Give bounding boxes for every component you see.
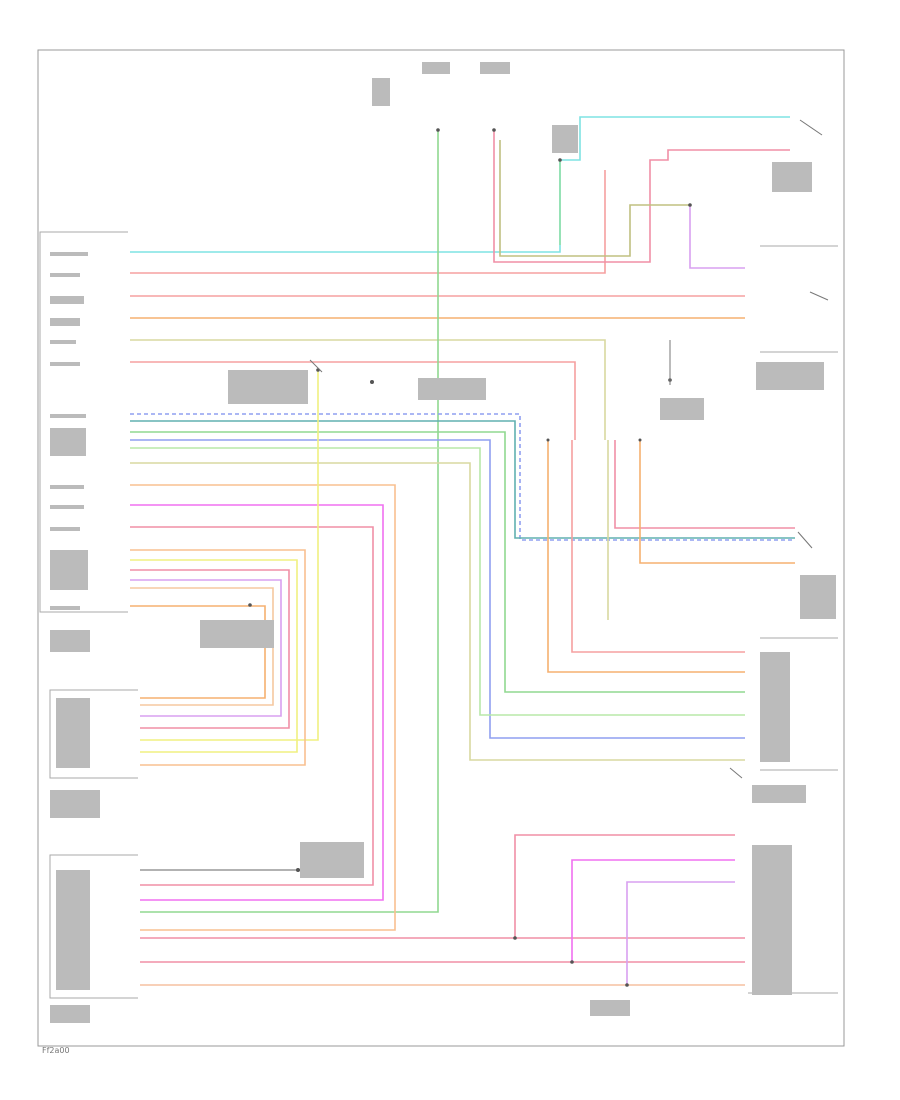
- splice-dot: [513, 936, 517, 940]
- switch-module-box: [49, 689, 138, 779]
- label-mark: [50, 252, 88, 256]
- label-mark: [50, 414, 86, 418]
- label-mark: [50, 630, 90, 652]
- splice-dot: [492, 128, 496, 132]
- wire-violet-vertical: [689, 205, 745, 269]
- label-mark: [480, 62, 510, 74]
- wire-pink-2: [130, 170, 606, 274]
- splice-dot: [370, 380, 374, 384]
- splice-dot: [558, 158, 562, 162]
- switch-symbol: [729, 767, 743, 779]
- wire-magenta-riser: [571, 859, 735, 962]
- label-mark: [590, 1000, 630, 1016]
- wires: [130, 116, 795, 986]
- wire-violet-riser: [626, 881, 735, 985]
- wire-salmon-right: [571, 440, 745, 653]
- wire-pink-right: [614, 440, 795, 529]
- label-mark: [300, 842, 364, 878]
- label-mark: [50, 296, 84, 304]
- wire-orange-right: [547, 440, 745, 673]
- label-mark: [422, 62, 450, 74]
- switch-symbols: [309, 119, 829, 779]
- label-mark: [50, 505, 84, 509]
- switch-symbol: [799, 119, 823, 136]
- label-mark: [50, 606, 80, 610]
- lower-module-box: [49, 854, 138, 999]
- label-mark: [50, 1005, 90, 1023]
- label-mark: [228, 370, 308, 404]
- splice-dot: [625, 983, 629, 987]
- wire-olive-vertical: [499, 140, 690, 257]
- wire-stair-1: [130, 549, 306, 766]
- wire-stair-6: [130, 605, 266, 699]
- label-mark: [50, 340, 76, 344]
- component-boxes: [39, 231, 838, 999]
- label-mark: [50, 550, 88, 590]
- wire-magenta-down: [130, 504, 384, 901]
- label-mark: [752, 845, 792, 995]
- wire-lightgreen-bus: [130, 447, 745, 716]
- wire-stair-4: [130, 579, 282, 717]
- splice-dot: [248, 603, 252, 607]
- label-mark: [50, 485, 84, 489]
- splice-dot: [688, 203, 692, 207]
- label-mark: [800, 575, 836, 619]
- wire-peach-down: [130, 484, 396, 931]
- wire-green-vertical: [140, 130, 439, 913]
- diagram-id: Ff2a00: [42, 1046, 70, 1055]
- splice-dot: [638, 438, 642, 442]
- label-mark: [50, 790, 100, 818]
- label-mark: [418, 378, 486, 400]
- splice-dot: [546, 438, 550, 442]
- label-mark: [772, 162, 812, 192]
- splice-dot: [296, 868, 300, 872]
- label-mark: [372, 78, 390, 106]
- label-mark: [756, 362, 824, 390]
- splice-dot: [436, 128, 440, 132]
- wire-blue-dash: [130, 413, 795, 541]
- wire-pink-vertical: [493, 130, 790, 263]
- wire-khaki-5: [130, 339, 606, 440]
- wire-teal: [130, 420, 795, 539]
- wire-yellow-hook: [140, 370, 319, 741]
- wire-stair-3: [130, 569, 290, 729]
- main-module-box: [39, 231, 128, 613]
- splice-dots: [248, 128, 692, 987]
- wire-pink-down: [130, 526, 374, 886]
- label-mark: [56, 870, 90, 990]
- switch-symbol: [797, 531, 813, 549]
- label-mark: [200, 620, 274, 648]
- wire-stair-2: [130, 559, 298, 753]
- label-mark: [56, 698, 90, 768]
- label-mark: [50, 318, 80, 326]
- switch-symbol: [309, 359, 323, 373]
- switch-symbol: [809, 291, 829, 301]
- label-mark: [752, 785, 806, 803]
- label-mark: [552, 125, 578, 153]
- wire-khaki-bus: [130, 462, 745, 761]
- label-mark: [50, 428, 86, 456]
- wire-pink-riser: [514, 834, 735, 938]
- label-mark: [760, 652, 790, 762]
- wire-blue-bus: [130, 439, 745, 739]
- splice-dot: [570, 960, 574, 964]
- diagram-frame: [37, 49, 845, 1047]
- wire-orange-right-2: [639, 440, 795, 564]
- label-mark: [50, 362, 80, 366]
- wire-salmon-6: [130, 361, 576, 440]
- label-mark: [660, 398, 704, 420]
- label-mark: [50, 273, 80, 277]
- wire-cyan-top: [130, 116, 790, 253]
- faint-labels: [50, 62, 836, 1023]
- label-mark: [50, 527, 80, 531]
